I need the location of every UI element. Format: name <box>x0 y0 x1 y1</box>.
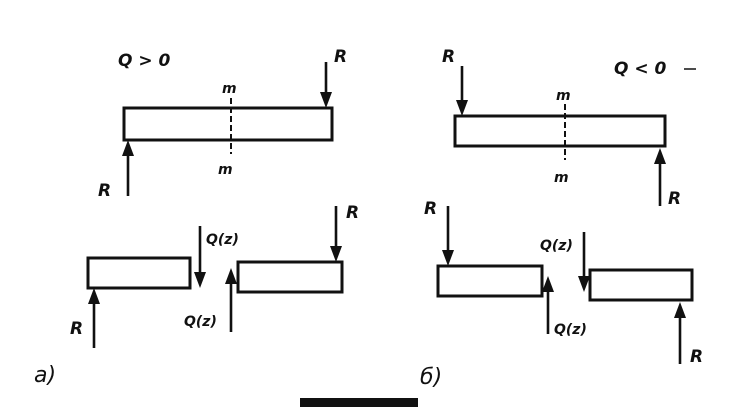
panel-b-shear-label-right-part: Q(z) <box>540 238 573 254</box>
cropped-caption-fragment <box>300 398 418 407</box>
panel-a-right-part <box>236 260 344 294</box>
panel-a-force-arrow-bottom-left <box>122 140 134 196</box>
panel-b-section-label-top: m <box>556 88 571 104</box>
panel-a-right-part-force-label: R <box>346 203 359 223</box>
panel-b-condition-label: Q < 0 <box>614 59 667 79</box>
panel-a-left-part-force-label: R <box>70 319 83 339</box>
panel-a-shear-label-left-part: Q(z) <box>206 232 239 248</box>
panel-a-shear-arrow-left-part <box>194 226 206 288</box>
panel-a-left-part-force-arrow <box>88 288 100 348</box>
panel-b-force-label-top-left: R <box>442 47 455 67</box>
panel-a-left-part <box>86 256 192 290</box>
panel-a-force-arrow-top-right <box>320 62 332 108</box>
panel-b-right-part-force-label: R <box>690 347 703 367</box>
panel-b-force-label-bottom-right: R <box>668 189 681 209</box>
panel-b-shear-label-left-part: Q(z) <box>554 322 587 338</box>
panel-a-label: а) <box>34 363 56 388</box>
panel-b: Q < 0 m m R R R Q(z) <box>420 47 703 390</box>
panel-b-shear-arrow-left-part <box>542 276 554 334</box>
panel-b-force-arrow-bottom-right <box>654 148 666 206</box>
panel-b-left-part-force-label: R <box>424 199 437 219</box>
panel-b-force-arrow-top-left <box>456 66 468 116</box>
panel-b-left-part-force-arrow <box>442 206 454 266</box>
panel-b-right-part-force-arrow <box>674 302 686 364</box>
panel-b-full-beam <box>453 114 667 148</box>
panel-a-shear-arrow-right-part <box>225 268 237 332</box>
panel-a-full-beam <box>122 106 334 142</box>
panel-a-shear-label-right-part: Q(z) <box>184 314 217 330</box>
panel-b-shear-arrow-right-part <box>578 232 590 292</box>
panel-a-force-label-top-right: R <box>334 47 347 67</box>
panel-a-condition-label: Q > 0 <box>118 51 171 71</box>
panel-a-force-label-bottom-left: R <box>98 181 111 201</box>
panel-b-label: б) <box>420 365 442 390</box>
panel-a-section-label-bottom: m <box>218 162 233 178</box>
panel-a-section-label-top: m <box>222 81 237 97</box>
panel-b-right-part <box>588 268 694 302</box>
panel-b-section-label-bottom: m <box>554 170 569 186</box>
panel-a-right-part-force-arrow <box>330 206 342 262</box>
panel-b-left-part <box>436 264 544 298</box>
panel-a: Q > 0 m m R R R Q(z) <box>34 47 359 388</box>
